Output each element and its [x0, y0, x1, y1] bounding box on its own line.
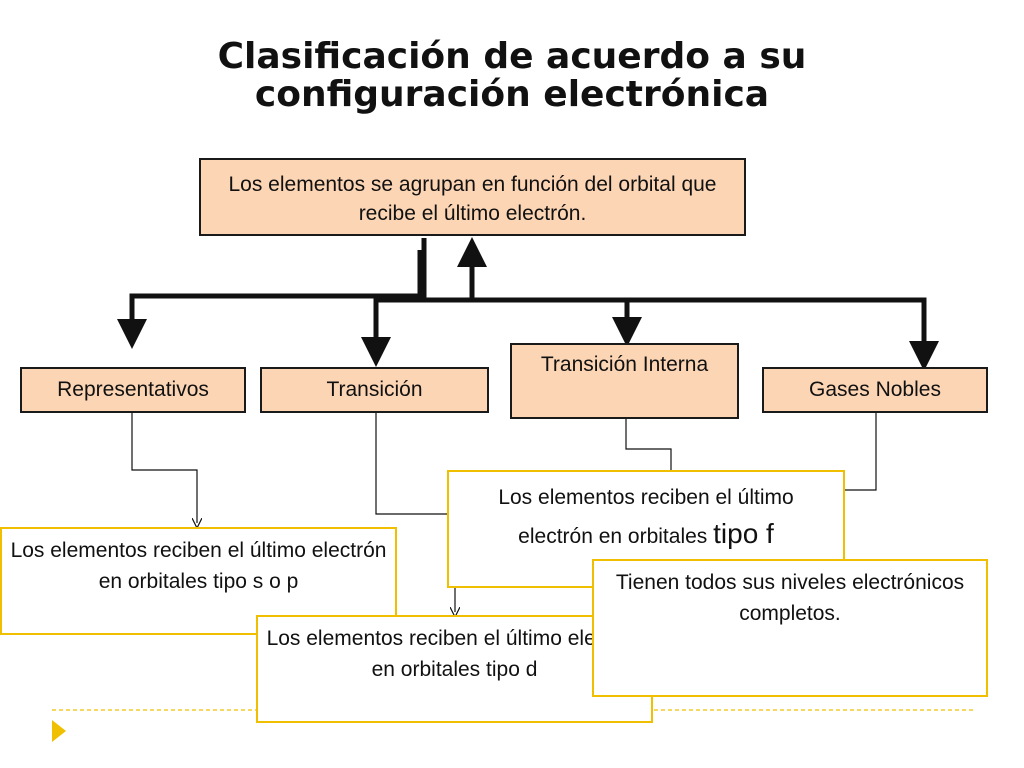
category-transicion-interna: Transición Interna [510, 343, 739, 419]
category-representativos: Representativos [20, 367, 246, 413]
description-transicion: Los elementos reciben el último electrón… [256, 615, 653, 723]
desc-int-prefix: electrón en orbitales [518, 525, 714, 548]
connector-root-to-rep [117, 238, 427, 349]
desc-int-line-1: Los elementos reciben el último [498, 486, 794, 509]
play-triangle-icon[interactable] [52, 720, 66, 742]
desc-int-line-2: electrón en orbitales tipo f [457, 516, 835, 555]
title-line-1: Clasificación de acuerdo a su [217, 36, 807, 77]
slide-title: Clasificación de acuerdo a su configurac… [0, 38, 1024, 114]
category-gases-nobles: Gases Nobles [762, 367, 988, 413]
description-representativos: Los elementos reciben el último electrón… [0, 527, 397, 635]
desc-int-emphasis: tipo f [713, 518, 774, 549]
thin-connector-int [625, 419, 671, 476]
category-transicion: Transición [260, 367, 489, 413]
connector-to-int [376, 297, 642, 347]
thin-connector-rep [131, 413, 197, 523]
connector-root-to-tra [361, 250, 423, 367]
title-line-2: configuración electrónica [254, 74, 770, 115]
root-box: Los elementos se agrupan en función del … [199, 158, 746, 236]
description-gases-nobles: Tienen todos sus niveles electrónicos co… [592, 559, 988, 697]
